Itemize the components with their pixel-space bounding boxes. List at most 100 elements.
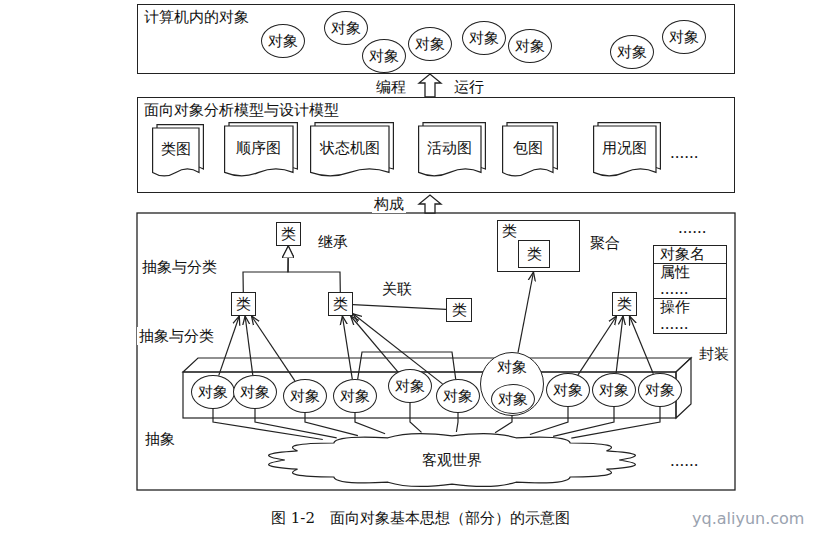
annotation-label: ...... [676,219,709,237]
class-box: 类 [276,222,301,246]
object-circle-text: 对象 [617,43,647,61]
link-line [305,413,358,436]
object-circle-text: 对象 [498,390,528,408]
object-circle-text: 对象 [331,19,361,37]
annotation-label: 聚合 [588,234,622,252]
object-circle-text: 对象 [369,47,399,65]
composite-object-circle: 对象对象 [480,352,544,416]
layer-panel: 面向对象分析模型与设计模型类图顺序图状态机图活动图包图用况图 [137,97,735,193]
document-page [311,126,389,176]
layer-panel-text: 计算机内的对象 [144,8,728,26]
edge-label: 关联 [380,280,414,298]
block-arrow [419,74,441,97]
object-circle: 对象 [233,375,277,409]
annotation-label: 封装 [697,345,731,363]
object-circle: 对象 [436,379,480,413]
arrow-line [342,316,352,379]
class-notation-box: 对象名属性......操作...... [653,245,727,334]
cloud-outline [269,434,636,487]
arrow-line [578,316,617,375]
layer-panel-text: 面向对象分析模型与设计模型 [144,101,728,119]
class-notation-box-text: 属性 [654,264,726,281]
document-page [419,126,481,176]
annotation-label: 编程 [374,78,408,96]
composite-object-circle-text: 对象 [497,358,527,376]
model-document: 包图 [502,122,558,180]
annotation-label: ...... [668,452,701,470]
object-circle-text: 对象 [669,28,699,46]
object-circle-text: 对象 [515,37,545,55]
class-box: 类 [518,240,550,268]
document-page [503,126,553,176]
class-box-text: 类 [281,225,296,243]
class-box: 类 [612,292,637,316]
link-line [456,413,458,432]
arrow-line [288,246,340,292]
class-box: 类 [446,298,472,322]
object-circle-text: 对象 [645,381,675,399]
model-document: 用况图 [593,122,661,180]
object-circle: 对象 [491,384,535,414]
object-circle: 对象 [508,29,552,63]
world-panel [137,213,735,490]
object-circle-text: 对象 [240,383,270,401]
model-document-text: 包图 [513,139,543,157]
class-box-text: 类 [617,295,632,313]
object-circle: 对象 [592,373,636,407]
document-page [225,126,293,176]
object-circle-text: 对象 [290,387,320,405]
annotation-label: ...... [668,144,701,162]
arrow-line [245,316,253,375]
model-document: 顺序图 [224,122,298,180]
object-circle-text: 对象 [198,383,228,401]
object-circle: 对象 [283,379,327,413]
class-notation-box-text: ...... [654,316,726,333]
arrow-line [252,316,295,381]
link-line [530,407,568,435]
object-circle: 对象 [191,375,235,409]
object-circle-text: 对象 [268,32,298,50]
link-line [353,305,446,310]
link-line [355,413,385,434]
object-circle: 对象 [610,35,654,69]
object-circle: 对象 [362,39,406,73]
model-document-text: 类图 [161,140,191,158]
model-document-text: 活动图 [427,139,472,157]
model-document-text: 用况图 [602,139,647,157]
class-box-text: 类 [333,295,348,313]
link-line [255,409,337,438]
figure-caption: 图 1-2 面向对象基本思想（部分）的示意图 [269,509,572,527]
annotation-label: 构成 [372,195,406,213]
model-document: 类图 [152,124,204,180]
arrow-line [630,316,654,374]
object-circle: 对象 [324,11,368,45]
arrow-line [616,316,623,373]
real-world-cloud: 客观世界 [262,432,642,488]
object-circle-text: 对象 [415,35,445,53]
object-circle-text: 对象 [553,381,583,399]
object-circle: 对象 [546,373,590,407]
link-line [495,416,512,433]
encapsulation-band-top [183,358,691,372]
object-circle: 对象 [462,21,506,55]
arrow-line [243,246,288,292]
document-page [594,126,656,176]
class-box-text: 类 [452,301,467,319]
object-circle: 对象 [388,369,432,403]
model-document-text: 顺序图 [236,139,281,157]
object-circle: 对象 [638,373,682,407]
link-line [410,403,422,432]
object-circle-text: 对象 [599,381,629,399]
object-circle-text: 对象 [340,387,370,405]
document-page [153,128,199,176]
aggregate-class-box: 类类 [497,220,580,272]
object-circle: 对象 [662,20,706,54]
annotation-label: 抽象与分类 [140,258,219,276]
class-notation-box-text: 操作 [654,299,726,316]
annotation-label: 抽象与分类 [137,327,216,345]
object-circle-text: 对象 [395,377,425,395]
annotation-label: 运行 [452,78,486,96]
watermark: yq.aliyun.com [690,510,806,528]
object-circle: 对象 [261,24,305,58]
